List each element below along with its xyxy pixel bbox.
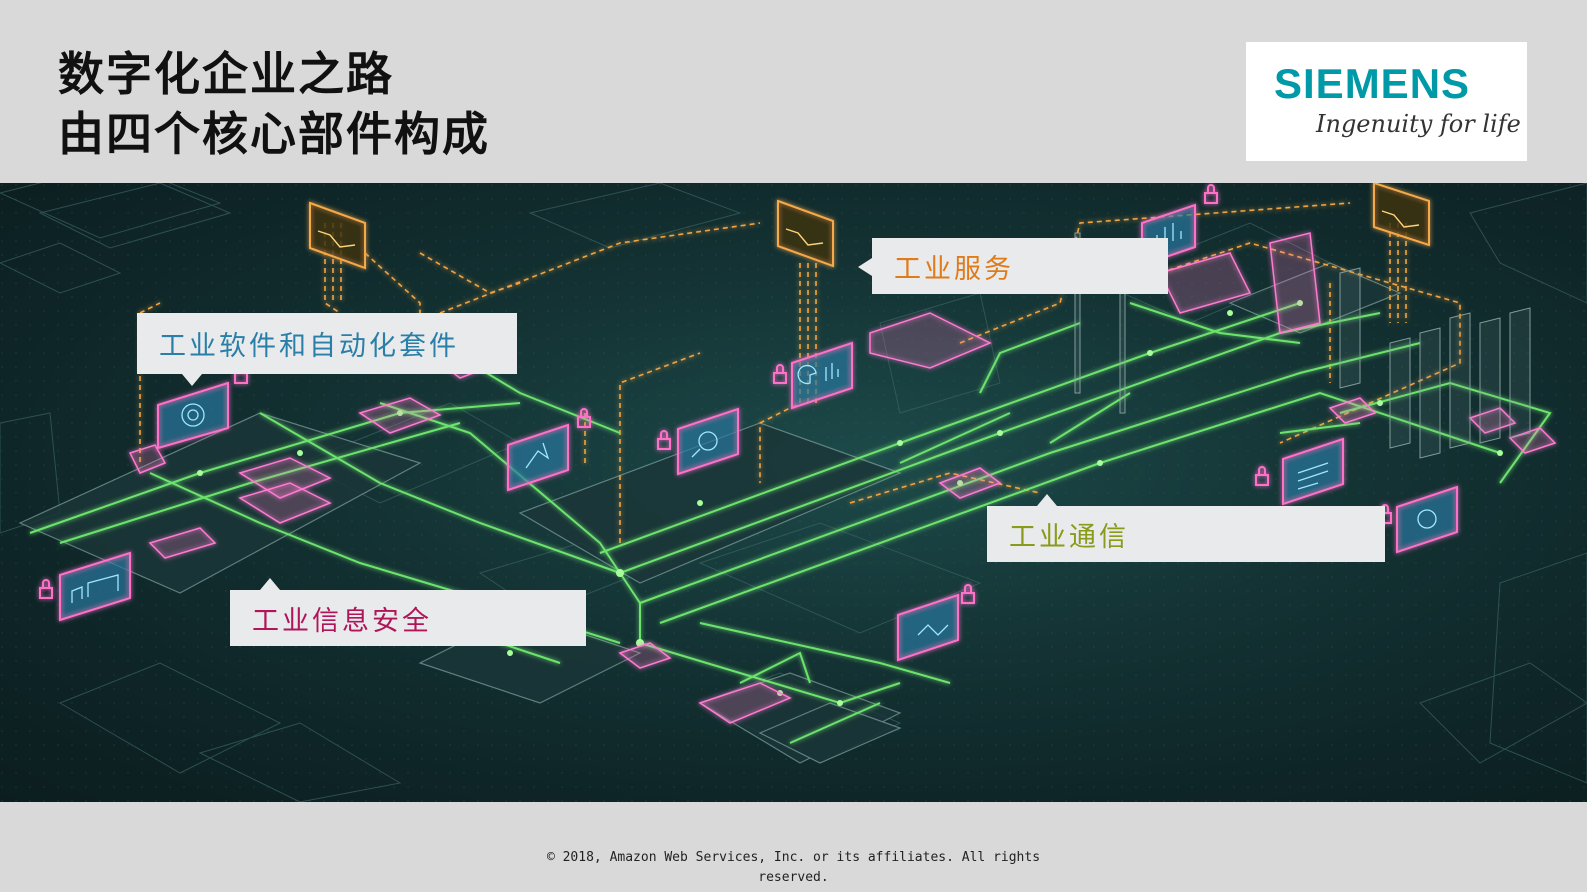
callout-text: 工业软件和自动化套件: [159, 331, 459, 362]
copyright-line-1: © 2018, Amazon Web Services, Inc. or its…: [546, 850, 1041, 865]
chart-line-icons: [309, 183, 1430, 270]
callout-pointer: [260, 578, 280, 590]
factory-icon: [59, 551, 131, 622]
siemens-logo: SIEMENS Ingenuity for life: [1246, 42, 1527, 161]
factory-illustration: 工业服务 工业软件和自动化套件 工业通信 工业信息安全: [0, 183, 1587, 802]
callout-industrial-software: 工业软件和自动化套件: [137, 313, 517, 386]
document-icon: [1282, 437, 1344, 506]
callout-industrial-services: 工业服务: [858, 238, 1168, 294]
network-icon: [677, 407, 739, 476]
chart-line-icon: [1373, 183, 1430, 247]
callout-text: 工业通信: [1009, 521, 1129, 553]
flowchart-icon: [897, 593, 959, 662]
factory-network-graphic: [0, 183, 1587, 802]
gear-icon: [157, 381, 229, 450]
logo-brand: SIEMENS: [1274, 60, 1471, 107]
lock-icon: [1255, 466, 1269, 486]
slide-title: 数字化企业之路 由四个核心部件构成: [58, 44, 490, 164]
title-line-1: 数字化企业之路: [58, 47, 394, 101]
chart-line-icon: [309, 201, 366, 270]
wrench-icon: [507, 423, 569, 492]
lock-icon: [961, 584, 975, 604]
callout-industrial-security: 工业信息安全: [230, 578, 586, 646]
lock-icon: [39, 579, 53, 599]
pie-chart-icon: [791, 341, 853, 410]
callout-text: 工业信息安全: [252, 605, 432, 637]
lock-icon: [773, 364, 787, 384]
callout-industrial-communication: 工业通信: [987, 494, 1385, 562]
chart-line-icon: [777, 199, 834, 268]
chart-line-glyphs: [317, 210, 1420, 248]
communication-network: [29, 302, 1552, 744]
logo-tagline: Ingenuity for life: [1316, 110, 1521, 138]
callout-pointer: [858, 258, 872, 276]
lock-icon: [1204, 184, 1218, 204]
copyright-footer: © 2018, Amazon Web Services, Inc. or its…: [0, 848, 1587, 888]
callout-pointer: [182, 374, 202, 386]
callout-text: 工业服务: [894, 253, 1014, 285]
lock-icon: [657, 430, 671, 450]
callout-pointer: [1037, 494, 1057, 506]
copyright-line-2: reserved.: [758, 870, 829, 885]
lock-icon: [577, 408, 591, 428]
title-line-2: 由四个核心部件构成: [58, 107, 490, 161]
network-icon: [1396, 485, 1458, 554]
